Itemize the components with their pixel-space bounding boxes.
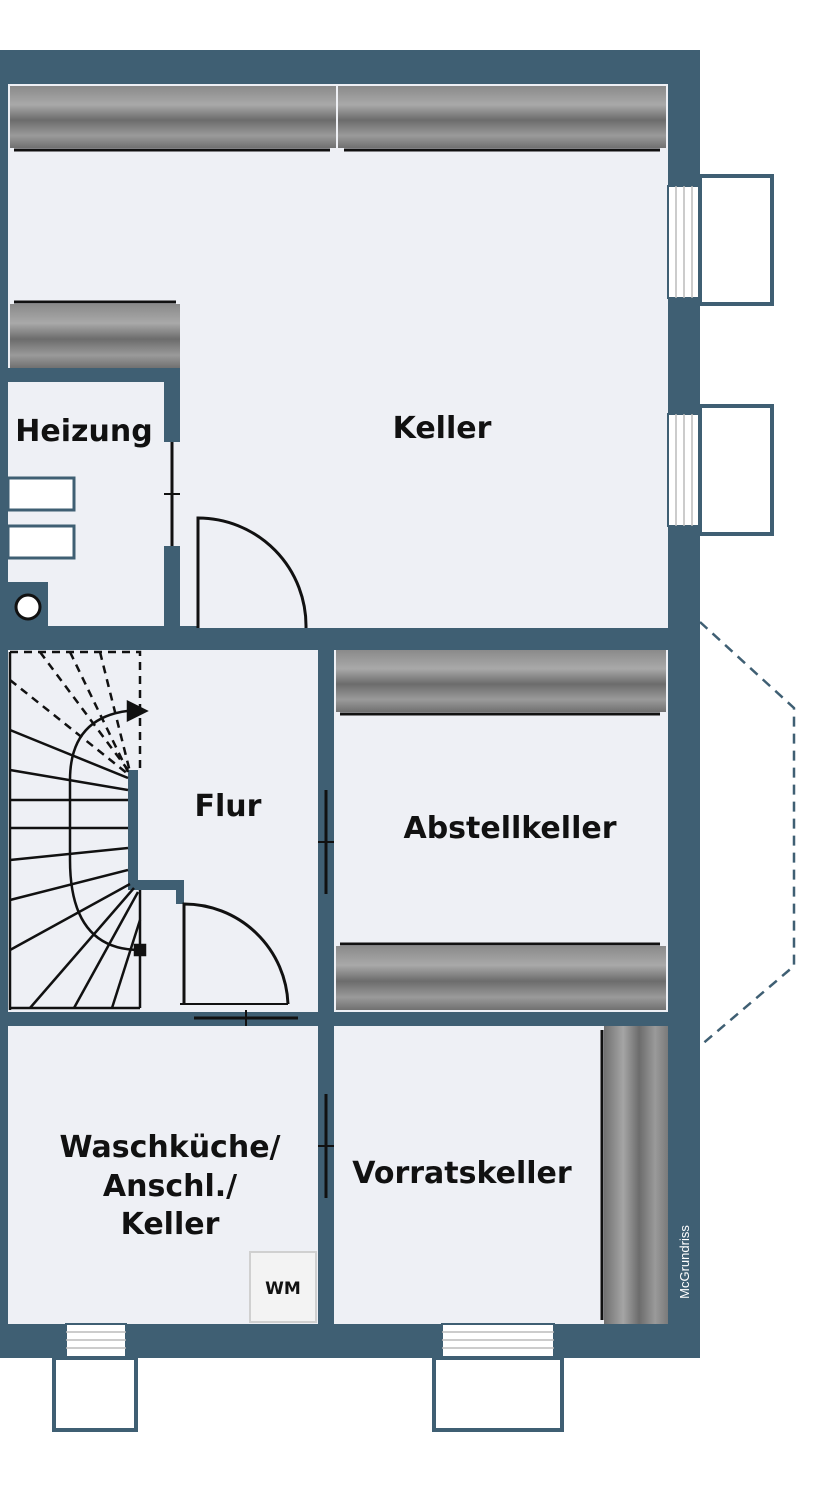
- wall-stair-step-down: [176, 880, 184, 904]
- room-label-wasch-1: Waschküche/: [59, 1130, 280, 1165]
- watermark: McGrundriss: [677, 1225, 692, 1299]
- interior-walls: [8, 368, 668, 1324]
- bay-outline: [699, 621, 796, 1047]
- wall-flur-right-2: [318, 894, 334, 1026]
- wall-keller-bottom: [304, 628, 668, 650]
- heater-box-2: [6, 524, 76, 560]
- room-label-heizung: Heizung: [15, 414, 152, 449]
- room-label-vorratskeller: Vorratskeller: [352, 1156, 572, 1191]
- room-label-abstellkeller: Abstellkeller: [403, 811, 616, 846]
- shelf-keller-top-right: [338, 86, 666, 148]
- room-label-wasch-3: Keller: [121, 1207, 220, 1242]
- washing-machine: WM: [249, 1251, 317, 1323]
- room-label-keller: Keller: [393, 411, 492, 446]
- shelf-keller-top-left: [10, 86, 336, 148]
- stair-arrow-icon: [126, 699, 149, 723]
- wall-heizung-top: [8, 368, 180, 382]
- wall-middle-horizontal-right: [298, 1012, 668, 1026]
- stair-walkline: [68, 708, 141, 952]
- wall-heizung-right-upper: [164, 368, 180, 442]
- shelf-abstell-bottom: [336, 946, 666, 1010]
- boiler-icon: [14, 593, 42, 621]
- staircase: [8, 650, 149, 1010]
- wall-wasch-right-2: [318, 1198, 334, 1324]
- heater-box-1: [6, 476, 76, 512]
- floor-flur: [8, 650, 318, 1012]
- washing-machine-label: WM: [265, 1279, 301, 1299]
- light-well-4: [432, 1356, 564, 1432]
- heating-equipment: [6, 476, 76, 621]
- windows: [667, 174, 796, 1047]
- shelves: [10, 86, 668, 1324]
- room-label-wasch-2: Anschl./: [103, 1169, 237, 1204]
- wall-middle-horizontal: [8, 1012, 194, 1026]
- door-flur-wasch: [182, 902, 290, 1005]
- light-well-1: [698, 174, 774, 306]
- wall-heizung-bottom: [8, 626, 198, 650]
- shelf-vorrat-right: [604, 1026, 668, 1324]
- door-flur-keller: [196, 516, 308, 629]
- wall-stair-step: [128, 880, 184, 890]
- wall-flur-right-1: [318, 650, 334, 790]
- room-label-flur: Flur: [195, 789, 262, 824]
- wall-stair-right: [128, 770, 138, 888]
- doors: [164, 442, 334, 1198]
- light-well-2: [698, 404, 774, 536]
- bottom-windows: [52, 1323, 564, 1432]
- shelf-abstell-top: [336, 650, 666, 712]
- wall-heizung-right-lower: [164, 546, 180, 636]
- wall-wasch-right-1: [318, 1026, 334, 1094]
- shelf-keller-left: [10, 304, 180, 368]
- light-well-3: [52, 1356, 138, 1432]
